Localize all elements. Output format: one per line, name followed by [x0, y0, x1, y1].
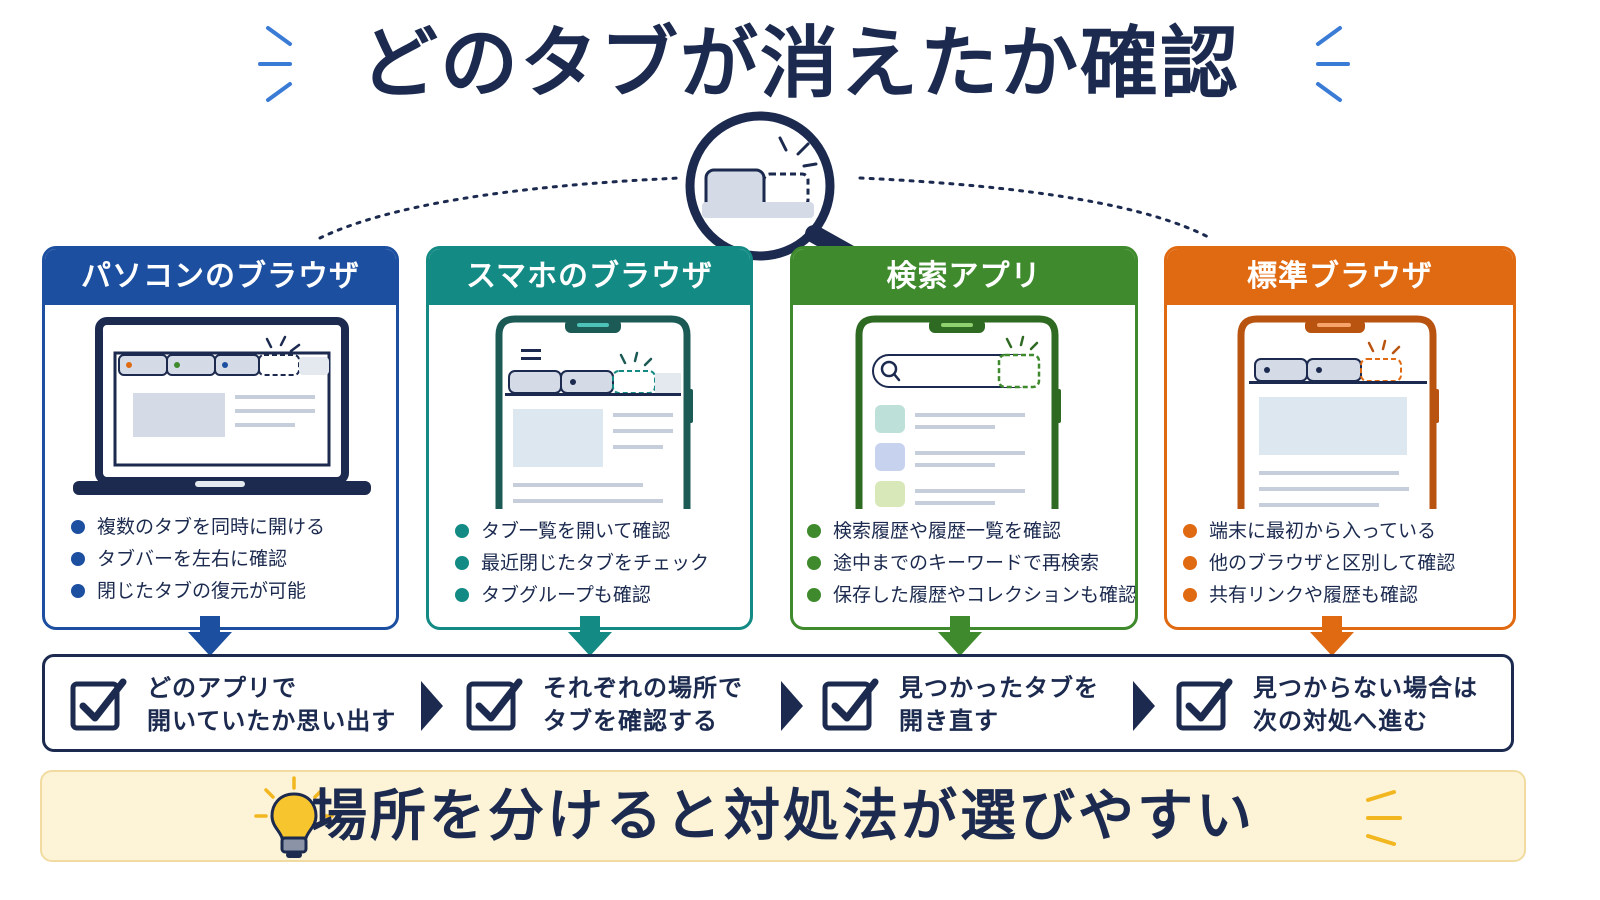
bullet-icon	[455, 588, 469, 602]
sparkle-icon	[1366, 790, 1402, 846]
steps-panel: どのアプリで開いていたか思い出す それぞれの場所でタブを確認する 見つかったタブ…	[42, 654, 1514, 752]
list-item: タブグループも確認	[455, 579, 709, 611]
card-standard-browser: 標準ブラウザ 端末に最初から入っている 他のブラウザと区別して確認 共有リンクや…	[1164, 246, 1516, 630]
bullet-icon	[71, 584, 85, 598]
arrow-down-icon	[188, 616, 232, 656]
card-title: 標準ブラウザ	[1167, 249, 1513, 305]
list-item: 閉じたタブの復元が可能	[71, 575, 325, 607]
step-4: 見つからない場合は次の対処へ進む	[1175, 669, 1478, 741]
bullet-icon	[807, 556, 821, 570]
bullet-icon	[455, 556, 469, 570]
card-title: 検索アプリ	[793, 249, 1135, 305]
bullet-icon	[455, 524, 469, 538]
card-feature-list: 端末に最初から入っている 他のブラウザと区別して確認 共有リンクや履歴も確認	[1183, 515, 1455, 611]
bullet-icon	[71, 552, 85, 566]
sparkle-right-icon	[1316, 26, 1350, 102]
bullet-icon	[807, 524, 821, 538]
page-title: どのタブが消えたか確認	[359, 19, 1240, 109]
card-search-app: 検索アプリ 検索履歴や履歴一覧を確認 途中までのキーワードで再検索 保存した履歴…	[790, 246, 1138, 630]
list-item: タブバーを左右に確認	[71, 543, 325, 575]
magnifier-icon	[685, 111, 873, 268]
card-feature-list: 検索履歴や履歴一覧を確認 途中までのキーワードで再検索 保存した履歴やコレクショ…	[807, 515, 1135, 611]
list-item: 保存した履歴やコレクションも確認	[807, 579, 1135, 611]
bullet-icon	[807, 588, 821, 602]
card-pc-browser: パソコンのブラウザ 複数のタブを同時に開ける タブバーを左右に確認 閉じたタブの…	[42, 246, 399, 630]
conclusion-banner: 場所を分けると対処法が選びやすい	[40, 770, 1526, 862]
list-item: 複数のタブを同時に開ける	[71, 511, 325, 543]
checkbox-icon	[822, 678, 879, 731]
card-feature-list: タブ一覧を開いて確認 最近閉じたタブをチェック タブグループも確認	[455, 515, 709, 611]
arrow-down-icon	[1310, 616, 1354, 656]
list-item: 端末に最初から入っている	[1183, 515, 1455, 547]
list-item: 共有リンクや履歴も確認	[1183, 579, 1455, 611]
laptop-icon	[73, 317, 371, 495]
standard-browser-icon	[1237, 315, 1439, 509]
conclusion-text: 場所を分けると対処法が選びやすい	[311, 784, 1255, 849]
arrow-right-icon	[1133, 681, 1155, 731]
checkbox-icon	[1176, 678, 1233, 731]
bullet-icon	[1183, 524, 1197, 538]
card-title: パソコンのブラウザ	[45, 249, 396, 305]
bullet-icon	[1183, 556, 1197, 570]
lightbulb-icon	[254, 776, 334, 858]
list-item: 最近閉じたタブをチェック	[455, 547, 709, 579]
list-item: 他のブラウザと区別して確認	[1183, 547, 1455, 579]
bullet-icon	[71, 520, 85, 534]
search-app-icon	[855, 315, 1061, 509]
arrow-down-icon	[938, 616, 982, 656]
arrow-right-icon	[781, 681, 803, 731]
bullet-icon	[1183, 588, 1197, 602]
list-item: 検索履歴や履歴一覧を確認	[807, 515, 1135, 547]
smartphone-icon	[495, 315, 693, 509]
list-item: タブ一覧を開いて確認	[455, 515, 709, 547]
checkbox-icon	[466, 678, 523, 731]
arrow-right-icon	[421, 681, 443, 731]
connector-arc	[318, 176, 1212, 240]
card-feature-list: 複数のタブを同時に開ける タブバーを左右に確認 閉じたタブの復元が可能	[71, 511, 325, 607]
arrow-down-icon	[568, 616, 612, 656]
list-item: 途中までのキーワードで再検索	[807, 547, 1135, 579]
step-2: それぞれの場所でタブを確認する	[465, 669, 743, 741]
sparkle-left-icon	[258, 26, 292, 102]
step-1: どのアプリで開いていたか思い出す	[69, 669, 396, 741]
checkbox-icon	[70, 678, 127, 731]
card-mobile-browser: スマホのブラウザ タブ一覧を開いて確認 最近閉じたタブをチェック タブグループも…	[426, 246, 753, 630]
step-3: 見つかったタブを開き直す	[821, 669, 1099, 741]
card-title: スマホのブラウザ	[429, 249, 750, 305]
